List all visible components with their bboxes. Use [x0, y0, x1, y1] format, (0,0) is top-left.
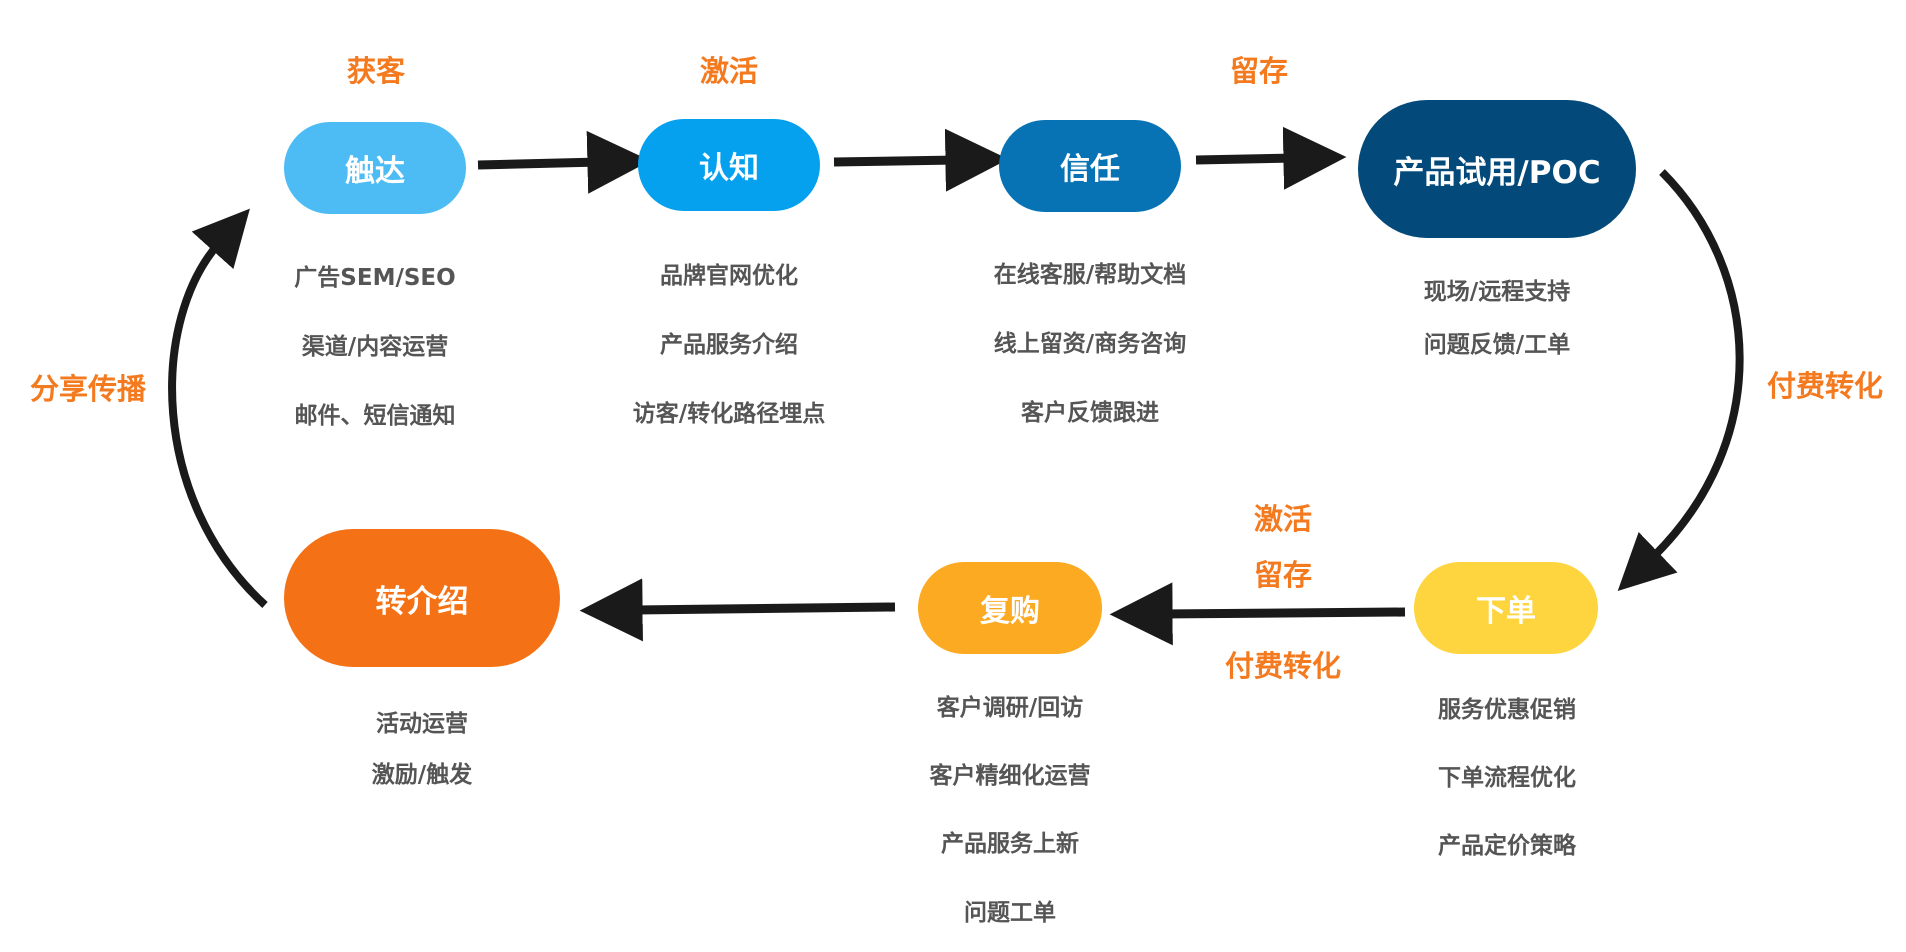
- list-item: 访客/转化路径埋点: [632, 401, 826, 427]
- list-item: 问题工单: [964, 900, 1056, 926]
- stage-label-activation-bottom: 激活: [1253, 502, 1313, 536]
- node-repurchase: 复购: [918, 562, 1102, 654]
- arrow-trust-to-trial: [1195, 126, 1347, 190]
- node-touch: 触达: [284, 122, 466, 214]
- list-item: 客户反馈跟进: [1021, 400, 1159, 426]
- arrow-awareness-to-trust: [833, 128, 1009, 192]
- list-item: 服务优惠促销: [1438, 697, 1576, 723]
- arrow-referral-to-touch: [168, 208, 268, 608]
- arrow-touch-to-awareness: [477, 130, 651, 194]
- stage-label-sharing: 分享传播: [29, 372, 147, 406]
- node-trial: 产品试用/POC: [1358, 100, 1636, 238]
- list-item: 产品服务介绍: [660, 332, 798, 358]
- list-item: 线上留资/商务咨询: [993, 331, 1187, 357]
- node-referral-label: 转介绍: [375, 583, 469, 620]
- stage-label-retention-top: 留存: [1229, 54, 1289, 88]
- node-awareness-label: 认知: [699, 151, 759, 186]
- arrow-repurchase-to-referral: [579, 578, 896, 642]
- list-item: 广告SEM/SEO: [294, 265, 456, 291]
- node-order: 下单: [1414, 562, 1598, 654]
- list-item: 客户精细化运营: [929, 763, 1091, 789]
- node-touch-label: 触达: [345, 154, 405, 189]
- arrow-order-to-repurchase: [1109, 582, 1406, 646]
- stage-label-acquisition: 获客: [346, 54, 406, 88]
- list-item: 产品定价策略: [1438, 833, 1576, 859]
- list-item: 问题反馈/工单: [1423, 332, 1571, 358]
- stage-label-paid-conversion-bottom: 付费转化: [1224, 649, 1342, 683]
- node-referral: 转介绍: [284, 529, 560, 667]
- list-item: 客户调研/回访: [936, 695, 1084, 721]
- node-trust: 信任: [999, 120, 1181, 212]
- node-repurchase-label: 复购: [980, 594, 1040, 629]
- list-item: 现场/远程支持: [1423, 279, 1571, 305]
- list-item: 品牌官网优化: [660, 263, 798, 289]
- list-item: 下单流程优化: [1438, 765, 1576, 791]
- list-item: 激励/触发: [371, 762, 473, 788]
- list-item: 渠道/内容运营: [301, 334, 449, 360]
- list-item: 产品服务上新: [941, 831, 1079, 857]
- list-item: 活动运营: [376, 711, 468, 737]
- list-item: 在线客服/帮助文档: [993, 262, 1187, 288]
- node-order-label: 下单: [1476, 594, 1536, 629]
- list-item: 邮件、短信通知: [294, 403, 456, 429]
- stage-label-activation-top: 激活: [699, 54, 759, 88]
- node-trial-label: 产品试用/POC: [1393, 154, 1601, 191]
- node-awareness: 认知: [638, 119, 820, 211]
- arrow-trial-to-order: [1617, 169, 1744, 592]
- node-trust-label: 信任: [1060, 152, 1120, 187]
- stage-label-retention-bottom: 留存: [1253, 558, 1313, 592]
- stage-label-paid-conversion-right: 付费转化: [1766, 369, 1884, 403]
